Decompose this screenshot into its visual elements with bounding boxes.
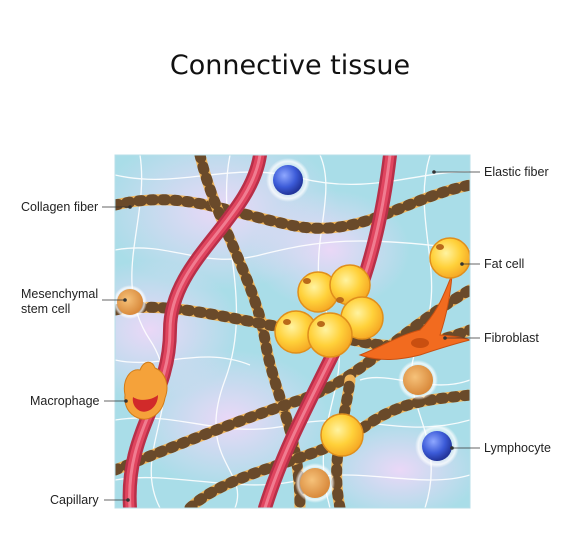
tissue-background [115,155,470,508]
label-fat-cell: Fat cell [484,257,525,271]
capillaries [122,155,397,508]
leader-lines [102,171,480,501]
lymphocytes [266,158,459,468]
label-macrophage: Macrophage [30,394,100,408]
label-elastic-fiber: Elastic fiber [484,165,549,179]
label-mesenchymal-line2: stem cell [21,302,71,316]
page-title: Connective tissue [169,50,411,81]
fibroblast-cell [358,274,470,360]
label-mesenchymal-line1: Mesenchymal [21,287,99,301]
label-collagen-fiber: Collagen fiber [21,200,99,214]
leader-dots [123,170,464,502]
label-capillary: Capillary [50,493,99,507]
macrophage-cell [123,361,168,420]
tissue-box-border [114,154,471,509]
label-lymphocyte: Lymphocyte [484,441,551,455]
fat-cell-nuclei [283,244,444,327]
label-fibroblast: Fibroblast [484,331,539,345]
mesenchymal-stem-cells [115,285,438,503]
